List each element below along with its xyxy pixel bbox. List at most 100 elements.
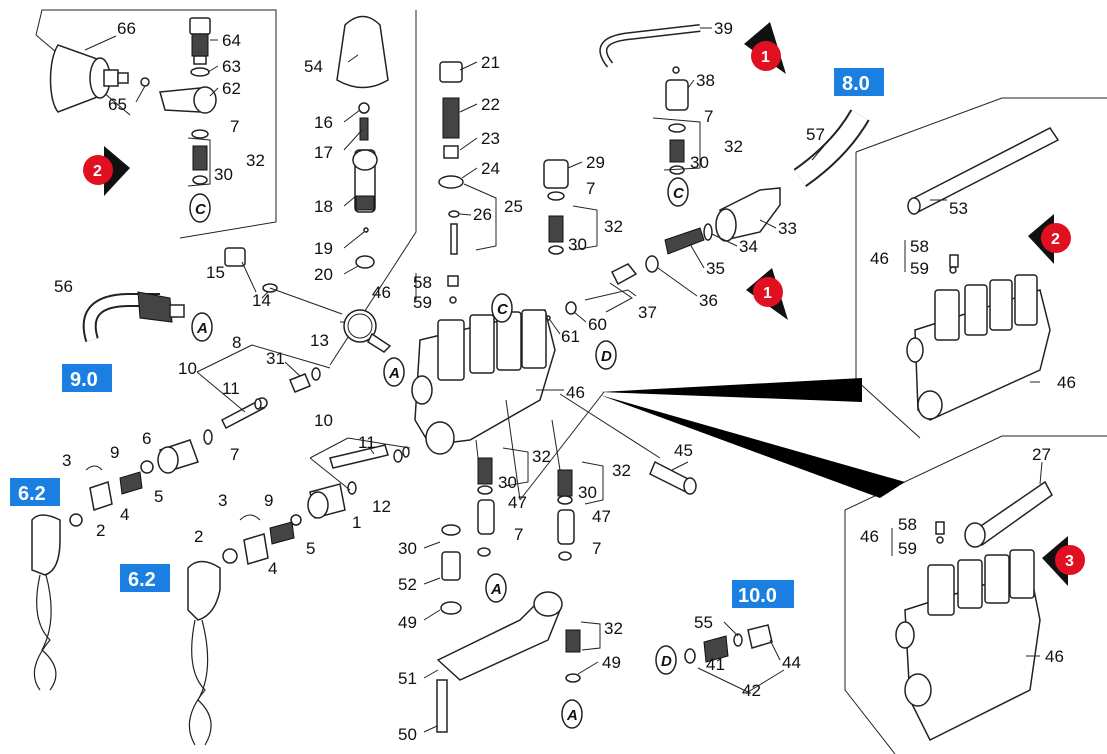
circle-letter: A [196, 320, 208, 337]
part-number: 32 [604, 619, 623, 638]
part-number: 7 [230, 117, 239, 136]
part-number: 39 [714, 19, 733, 38]
part-number: 20 [314, 265, 333, 284]
part-number: 2 [194, 527, 203, 546]
part-number: 11 [222, 379, 240, 398]
part-number: 66 [117, 19, 136, 38]
part-number: 45 [674, 441, 693, 460]
part-number: 50 [398, 725, 417, 744]
part-number: 22 [481, 95, 500, 114]
part-number: 53 [949, 199, 968, 218]
part-number: 2 [96, 521, 105, 540]
ref-box: 9.0 [62, 364, 112, 392]
svg-text:6.2: 6.2 [128, 569, 156, 591]
part-number: 24 [481, 159, 500, 178]
arrow-markers: 1 1 2 2 3 [83, 22, 1085, 586]
arrow-marker: 2 [1028, 214, 1071, 264]
part-number: 26 [473, 205, 492, 224]
part-number: 3 [62, 451, 71, 470]
bracket-lines [187, 117, 906, 693]
part-number: 51 [398, 669, 417, 688]
part-number: 4 [268, 559, 277, 578]
part-number: 65 [108, 95, 127, 114]
ref-box: 6.2 [120, 564, 170, 592]
circle-letter: A [388, 365, 400, 382]
part-number: 58 [910, 237, 929, 256]
part-number: 17 [314, 143, 333, 162]
circle-letter: C [497, 301, 509, 318]
part-number: 5 [306, 539, 315, 558]
part-number: 14 [252, 291, 271, 310]
part-number: 30 [578, 483, 597, 502]
part-number: 54 [304, 57, 323, 76]
hose-56-group [82, 291, 185, 343]
part-number: 62 [222, 79, 241, 98]
part-number: 4 [120, 505, 129, 524]
unloader-spring-group [438, 61, 464, 304]
ref-box: 6.2 [10, 478, 60, 506]
part-number: 18 [314, 197, 333, 216]
part-number: 52 [398, 575, 417, 594]
part-number: 61 [561, 327, 580, 346]
part-number: 46 [1057, 373, 1076, 392]
part-number: 30 [214, 165, 233, 184]
part-number: 7 [230, 445, 239, 464]
part-number: 25 [504, 197, 523, 216]
part-number: 44 [782, 653, 801, 672]
circle-letter: C [195, 201, 207, 218]
part-number: 30 [398, 539, 417, 558]
part-number: 7 [592, 539, 601, 558]
reference-boxes: 8.0 9.0 6.2 6.2 10.0 [10, 68, 884, 608]
part-number: 36 [699, 291, 718, 310]
circle-letter: C [673, 185, 685, 202]
part-number: 29 [586, 153, 605, 172]
part-number: 37 [638, 303, 657, 322]
part-number: 1 [352, 513, 361, 532]
part-number: 46 [870, 249, 889, 268]
part-number: 47 [592, 507, 611, 526]
part-number: 32 [604, 217, 623, 236]
accumulator-group [49, 17, 217, 185]
part-number: 7 [704, 107, 713, 126]
part-number: 19 [314, 239, 333, 258]
part-number: 5 [154, 487, 163, 506]
left-injector-group-2 [187, 444, 410, 746]
pipe-53-group [907, 127, 1060, 274]
circle-letter: A [566, 707, 578, 724]
circle-letter: D [601, 348, 612, 365]
part-number: 8 [232, 333, 241, 352]
manifold-right-top [906, 274, 1051, 421]
part-number: 46 [566, 383, 585, 402]
ref-box: 8.0 [834, 68, 884, 96]
svg-text:10.0: 10.0 [738, 585, 777, 607]
arrow-marker: 1 [746, 268, 788, 320]
part-number: 32 [246, 151, 265, 170]
hose-57-group [793, 109, 870, 188]
part-number: 13 [310, 331, 329, 350]
part-number: 56 [54, 277, 73, 296]
part-number: 30 [498, 473, 517, 492]
part-number: 6 [142, 429, 151, 448]
part-number: 30 [568, 235, 587, 254]
part-number: 15 [206, 263, 225, 282]
part-number: 23 [481, 129, 500, 148]
part-number: 64 [222, 31, 241, 50]
part-number: 42 [742, 681, 761, 700]
part-number: 49 [602, 653, 621, 672]
part-number: 41 [706, 655, 725, 674]
hose-39-group [599, 24, 701, 175]
manifold-right-bottom [895, 480, 1053, 742]
part-number: 34 [739, 237, 758, 256]
part-number: 35 [706, 259, 725, 278]
svg-text:1: 1 [761, 49, 770, 66]
part-number: 10 [314, 411, 333, 430]
svg-text:6.2: 6.2 [18, 483, 46, 505]
part-number: 46 [860, 527, 879, 546]
part-number: 55 [694, 613, 713, 632]
part-number: 12 [372, 497, 391, 516]
arrow-marker: 3 [1042, 536, 1085, 586]
part-number: 16 [314, 113, 333, 132]
part-number: 7 [586, 179, 595, 198]
